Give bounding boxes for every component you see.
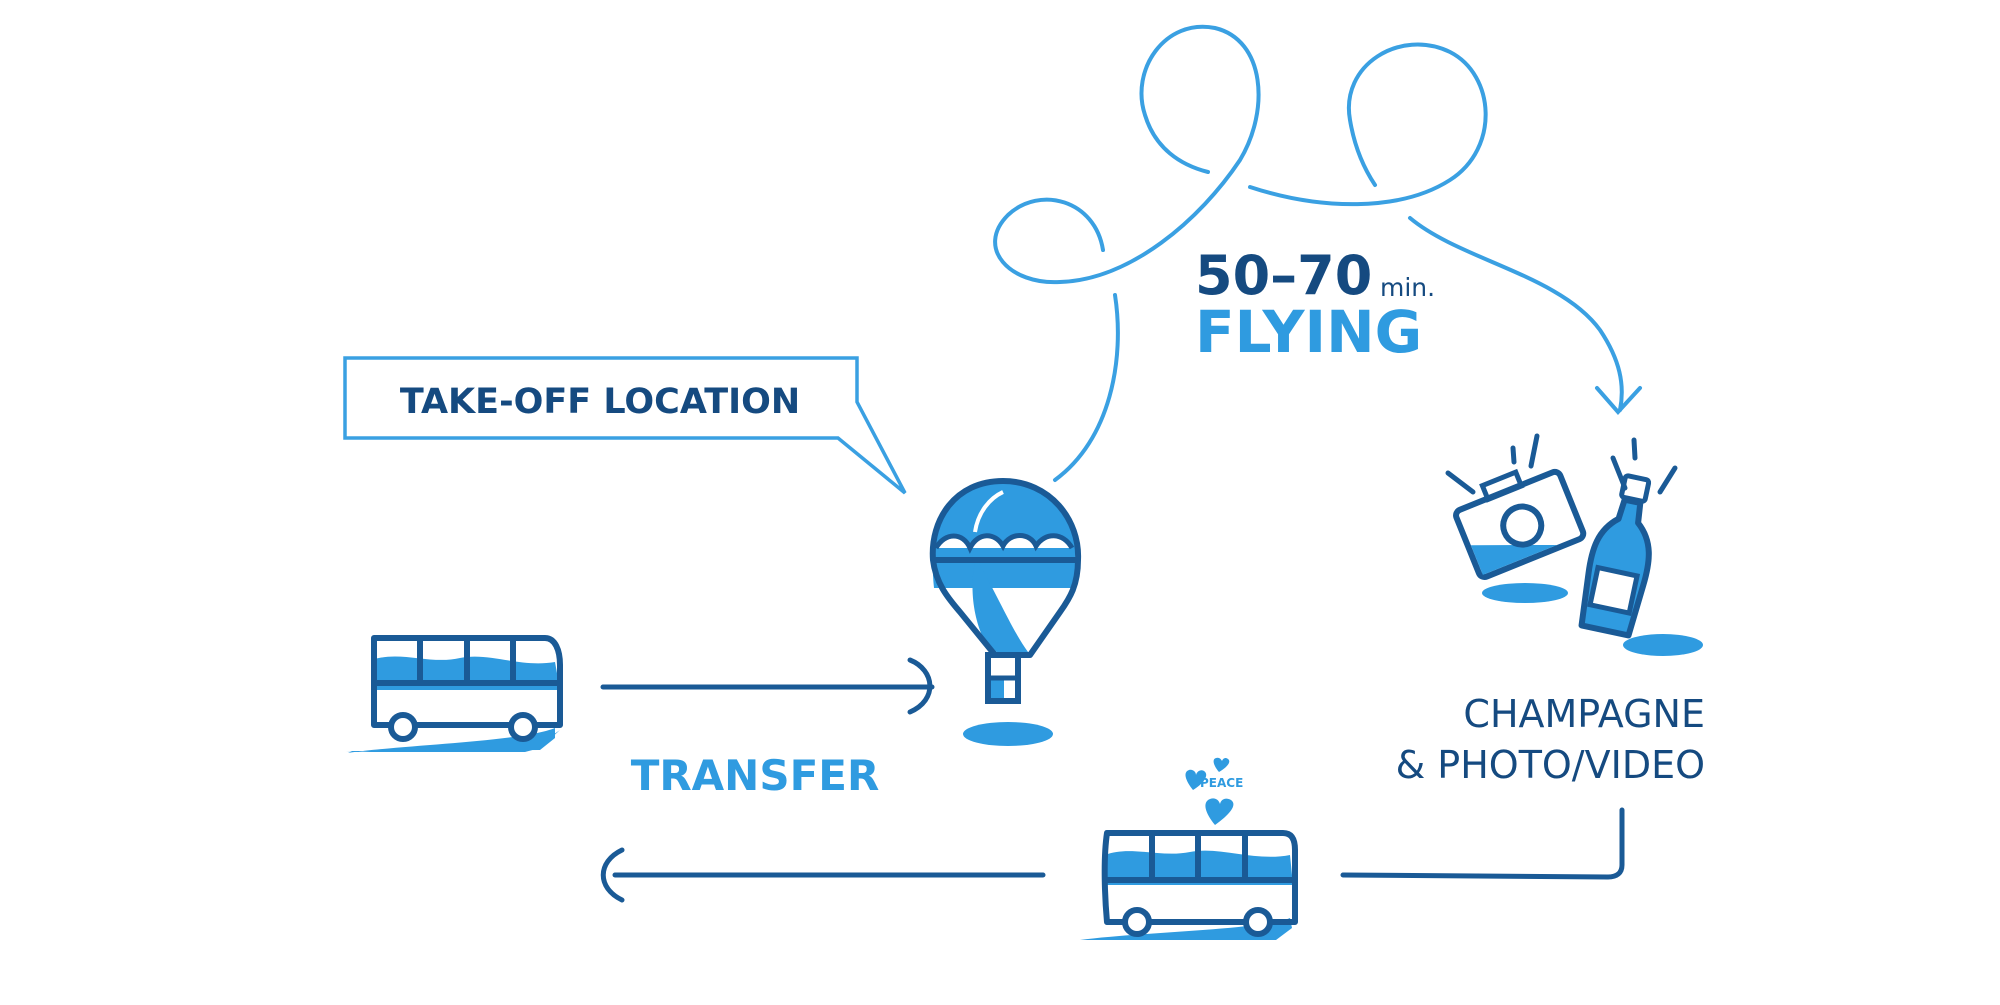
hot-air-balloon-icon	[929, 478, 1082, 746]
return-path	[1340, 807, 1625, 880]
celebration-line-2: & PHOTO/VIDEO	[1396, 743, 1705, 787]
transfer-label: TRANSFER	[631, 751, 880, 800]
heart-icon	[1185, 757, 1234, 825]
take-off-label: TAKE-OFF LOCATION	[400, 382, 800, 422]
take-off-callout: TAKE-OFF LOCATION	[343, 356, 907, 495]
flight-title: FLYING	[1195, 298, 1422, 366]
transfer-arrow-to-balloon	[600, 657, 935, 715]
flight-label: 50–70 min. FLYING	[1195, 244, 1435, 366]
celebration-label: CHAMPAGNE & PHOTO/VIDEO	[1396, 692, 1705, 787]
bus-start-icon	[346, 635, 563, 753]
transfer-arrow-return	[600, 847, 1046, 903]
celebration-line-1: CHAMPAGNE	[1463, 692, 1705, 736]
flight-path	[993, 24, 1642, 482]
camera-icon	[1445, 433, 1587, 603]
flight-duration: 50–70	[1195, 244, 1372, 307]
peace-sticker-text: PEACE	[1200, 776, 1243, 790]
champagne-bottle-icon	[1578, 437, 1703, 656]
flight-duration-unit: min.	[1380, 273, 1435, 302]
bus-return-icon	[1080, 830, 1298, 940]
